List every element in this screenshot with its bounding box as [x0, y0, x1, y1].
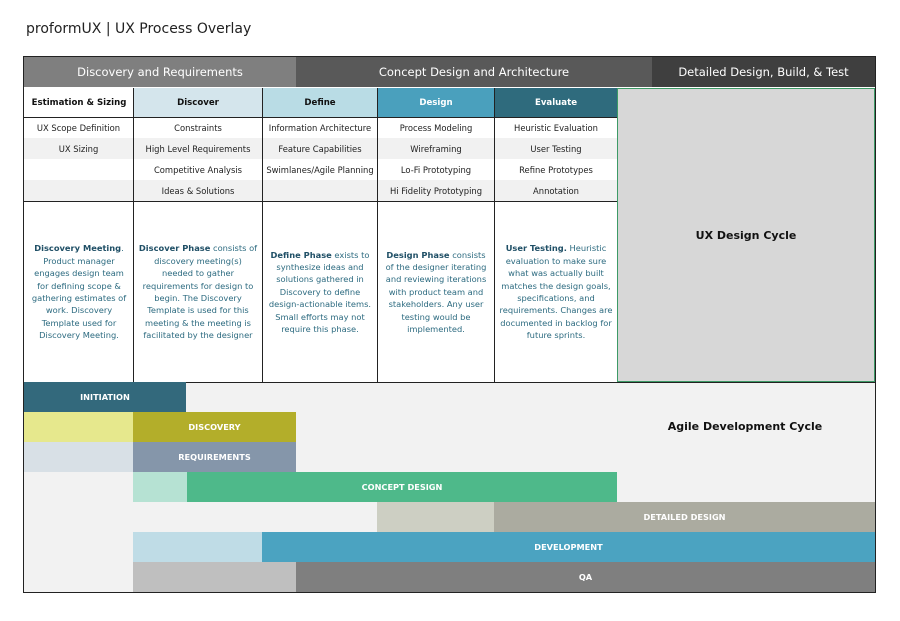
diagram-frame	[23, 56, 876, 593]
bar-label: INITIATION	[80, 392, 130, 402]
column-header-label: Discover	[177, 97, 219, 108]
column-header-label: Estimation & Sizing	[31, 97, 127, 108]
column-header-define: Define	[262, 88, 377, 117]
list-item: Constraints	[174, 122, 222, 133]
bar-label: REQUIREMENTS	[178, 452, 251, 462]
list-item: Hi Fidelity Prototyping	[389, 185, 483, 196]
column-header-estimation-sizing: Estimation & Sizing	[24, 88, 134, 117]
agile-development-cycle-label: Agile Development Cycle	[667, 420, 823, 433]
list-item: Feature Capabilities	[278, 143, 362, 154]
ux-design-cycle-label: UX Design Cycle	[695, 228, 797, 242]
qa-lead-segment	[133, 562, 296, 592]
column-header-design: Design	[377, 88, 494, 117]
bar-qa: QA	[296, 562, 875, 592]
bar-requirements: REQUIREMENTS	[133, 442, 296, 472]
column-divider	[262, 117, 263, 201]
bar-concept-design: CONCEPT DESIGN	[187, 472, 617, 502]
description-title: Discovery Meeting	[34, 243, 122, 254]
list-item: Lo-Fi Prototyping	[400, 164, 472, 175]
phase-label: Discovery and Requirements	[77, 65, 243, 79]
ux-design-cycle-box: UX Design Cycle	[617, 88, 875, 382]
column-header-discover: Discover	[133, 88, 262, 117]
phase-discovery-requirements: Discovery and Requirements	[24, 57, 296, 87]
list-item: Competitive Analysis	[153, 164, 243, 175]
description-define-phase: Define Phase exists to synthesize ideas …	[262, 201, 377, 382]
development-lead-segment	[133, 532, 262, 562]
page-title: proformUX | UX Process Overlay	[26, 21, 252, 37]
list-item: Annotation	[533, 185, 579, 196]
list-item: UX Scope Definition	[36, 122, 121, 133]
list-item: High Level Requirements	[145, 143, 251, 154]
bar-initiation: INITIATION	[24, 382, 186, 412]
description-user-testing: User Testing. Heuristic evaluation to ma…	[494, 201, 617, 382]
requirements-lead-segment	[24, 442, 133, 472]
description-body: Heuristic evaluation to make sure what w…	[499, 243, 613, 341]
item-row-band	[24, 138, 617, 159]
description-title: User Testing.	[505, 243, 567, 254]
discovery-lead-segment	[24, 412, 133, 442]
phase-concept-design-architecture: Concept Design and Architecture	[296, 57, 652, 87]
list-item: Wireframing	[410, 143, 462, 154]
column-divider	[494, 117, 495, 201]
description-body: exists to synthesize ideas and solutions…	[268, 249, 372, 335]
list-item: Process Modeling	[399, 122, 473, 133]
list-item: UX Sizing	[58, 143, 99, 154]
bar-label: DEVELOPMENT	[534, 542, 603, 552]
bar-label: QA	[578, 572, 593, 582]
bar-development: DEVELOPMENT	[262, 532, 875, 562]
concept-design-lead-segment	[133, 472, 187, 502]
description-body: . Product manager engages design team fo…	[31, 243, 127, 341]
phase-label: Detailed Design, Build, & Test	[678, 65, 849, 79]
bar-label: DETAILED DESIGN	[643, 512, 726, 522]
description-design-phase: Design Phase consists of the designer it…	[377, 201, 494, 382]
bar-label: CONCEPT DESIGN	[361, 482, 443, 492]
list-item: User Testing	[530, 143, 582, 154]
list-item: Swimlanes/Agile Planning	[266, 164, 374, 175]
bar-discovery: DISCOVERY	[133, 412, 296, 442]
list-item: Refine Prototypes	[519, 164, 593, 175]
bar-label: DISCOVERY	[188, 422, 241, 432]
items-area	[24, 117, 617, 201]
column-divider	[133, 117, 134, 201]
phase-detailed-design-build-test: Detailed Design, Build, & Test	[652, 57, 875, 87]
description-title: Discover Phase	[138, 243, 211, 254]
list-item: Heuristic Evaluation	[514, 122, 598, 133]
column-header-label: Evaluate	[534, 97, 578, 108]
list-item: Ideas & Solutions	[161, 185, 235, 196]
column-header-label: Define	[304, 97, 336, 108]
list-item: Information Architecture	[268, 122, 372, 133]
phase-label: Concept Design and Architecture	[378, 65, 570, 79]
description-discovery-meeting: Discovery Meeting. Product manager engag…	[24, 201, 134, 382]
column-divider	[377, 117, 378, 201]
bar-detailed-design: DETAILED DESIGN	[494, 502, 875, 532]
description-discover-phase: Discover Phase consists of discovery mee…	[133, 201, 262, 382]
column-header-label: Design	[419, 97, 453, 108]
description-title: Design Phase	[386, 249, 450, 260]
description-title: Define Phase	[270, 249, 332, 260]
description-body: consists of discovery meeting(s) needed …	[142, 243, 258, 341]
detailed-design-lead-segment	[377, 502, 494, 532]
item-row-band	[24, 180, 617, 201]
column-header-evaluate: Evaluate	[494, 88, 617, 117]
description-body: consists of the designer iterating and r…	[385, 249, 487, 335]
